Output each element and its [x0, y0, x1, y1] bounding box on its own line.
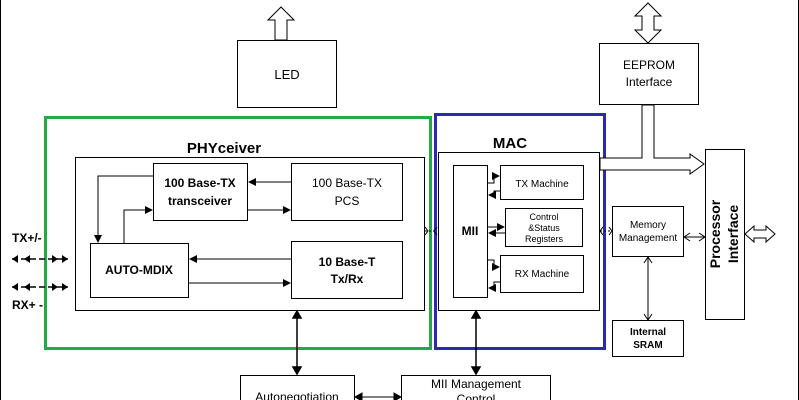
base10t-line2: Tx/Rx [331, 272, 364, 286]
base10t-line1: 10 Base-T [319, 255, 376, 269]
base100tx-transceiver-line2: transceiver [168, 194, 232, 208]
processor-external-arrow [744, 224, 776, 244]
memory-management-line1: Memory [630, 220, 666, 231]
mac-inner-box [438, 152, 600, 311]
rx-port: RX+ - [12, 283, 68, 312]
rx-port-label: RX+ - [12, 298, 43, 312]
rx-machine-block: RX Machine [500, 255, 584, 293]
base100tx-pcs-block: 100 Base-TX PCS [291, 163, 403, 221]
autonegotiation-label: Autonegotiation [255, 390, 338, 400]
mac-bus-arrow [599, 104, 705, 175]
base100tx-transceiver-line1: 100 Base-TX [164, 176, 235, 190]
eeprom-double-arrow [633, 2, 663, 44]
base100tx-pcs-line1: 100 Base-TX [312, 176, 382, 190]
base100tx-transceiver-block: 100 Base-TX transceiver [153, 163, 248, 221]
internal-sram-line2: SRAM [633, 340, 662, 351]
memory-management-line2: Management [619, 233, 678, 244]
phy-mac-connector [424, 226, 438, 236]
eeprom-label-line2: Interface [626, 75, 673, 89]
phyceiver-title: PHYceiver [187, 140, 261, 157]
rx-machine-label: RX Machine [515, 269, 570, 280]
internal-sram-line1: Internal [630, 327, 666, 338]
tx-port: TX+/- [12, 231, 68, 263]
processor-interface-line1: Processor [707, 199, 723, 268]
processor-interface-block: Processor Interface [705, 149, 745, 320]
auto-mdix-block: AUTO-MDIX [90, 243, 189, 298]
memory-sram-connector [643, 256, 653, 321]
led-up-arrow [266, 6, 296, 41]
base10t-block: 10 Base-T Tx/Rx [291, 241, 403, 299]
mii-management-control-block: MII Management Control [401, 375, 551, 400]
tx-machine-label: TX Machine [515, 179, 569, 190]
tx-port-label: TX+/- [12, 231, 42, 245]
internal-sram-block: Internal SRAM [612, 320, 684, 357]
memory-processor-connector [683, 232, 706, 242]
mac-miimgmt-connector [470, 309, 482, 376]
control-status-line3: Registers [525, 234, 564, 244]
mac-title: MAC [493, 135, 527, 152]
phyceiver-inner-box [75, 157, 425, 311]
memory-management-block: Memory Management [612, 206, 684, 257]
eeprom-interface-block: EEPROM Interface [599, 43, 699, 105]
mii-management-line1: MII Management [431, 377, 522, 391]
mac-internal-arrows [488, 172, 505, 292]
mii-label: MII [462, 224, 479, 238]
control-status-line2: &Status [528, 223, 560, 233]
autonegotiation-block: Autonegotiation [240, 375, 355, 400]
mii-management-line2: Control [457, 392, 496, 400]
mii-block: MII [453, 165, 488, 298]
phy-internal-arrows [94, 175, 291, 287]
tx-machine-block: TX Machine [500, 165, 584, 200]
led-block: LED [237, 40, 337, 108]
auto-mdix-label: AUTO-MDIX [105, 263, 173, 277]
phy-autoneg-connector [291, 309, 303, 376]
eeprom-label-line1: EEPROM [623, 58, 675, 72]
control-status-line1: Control [529, 212, 558, 222]
control-status-registers-block: Control &Status Registers [505, 208, 583, 247]
processor-interface-line2: Interface [725, 205, 741, 264]
base100tx-pcs-line2: PCS [335, 194, 360, 208]
autoneg-miimgmt-connector [353, 392, 403, 400]
led-label: LED [274, 67, 299, 82]
phyceiver-group: PHYceiver [44, 116, 432, 350]
